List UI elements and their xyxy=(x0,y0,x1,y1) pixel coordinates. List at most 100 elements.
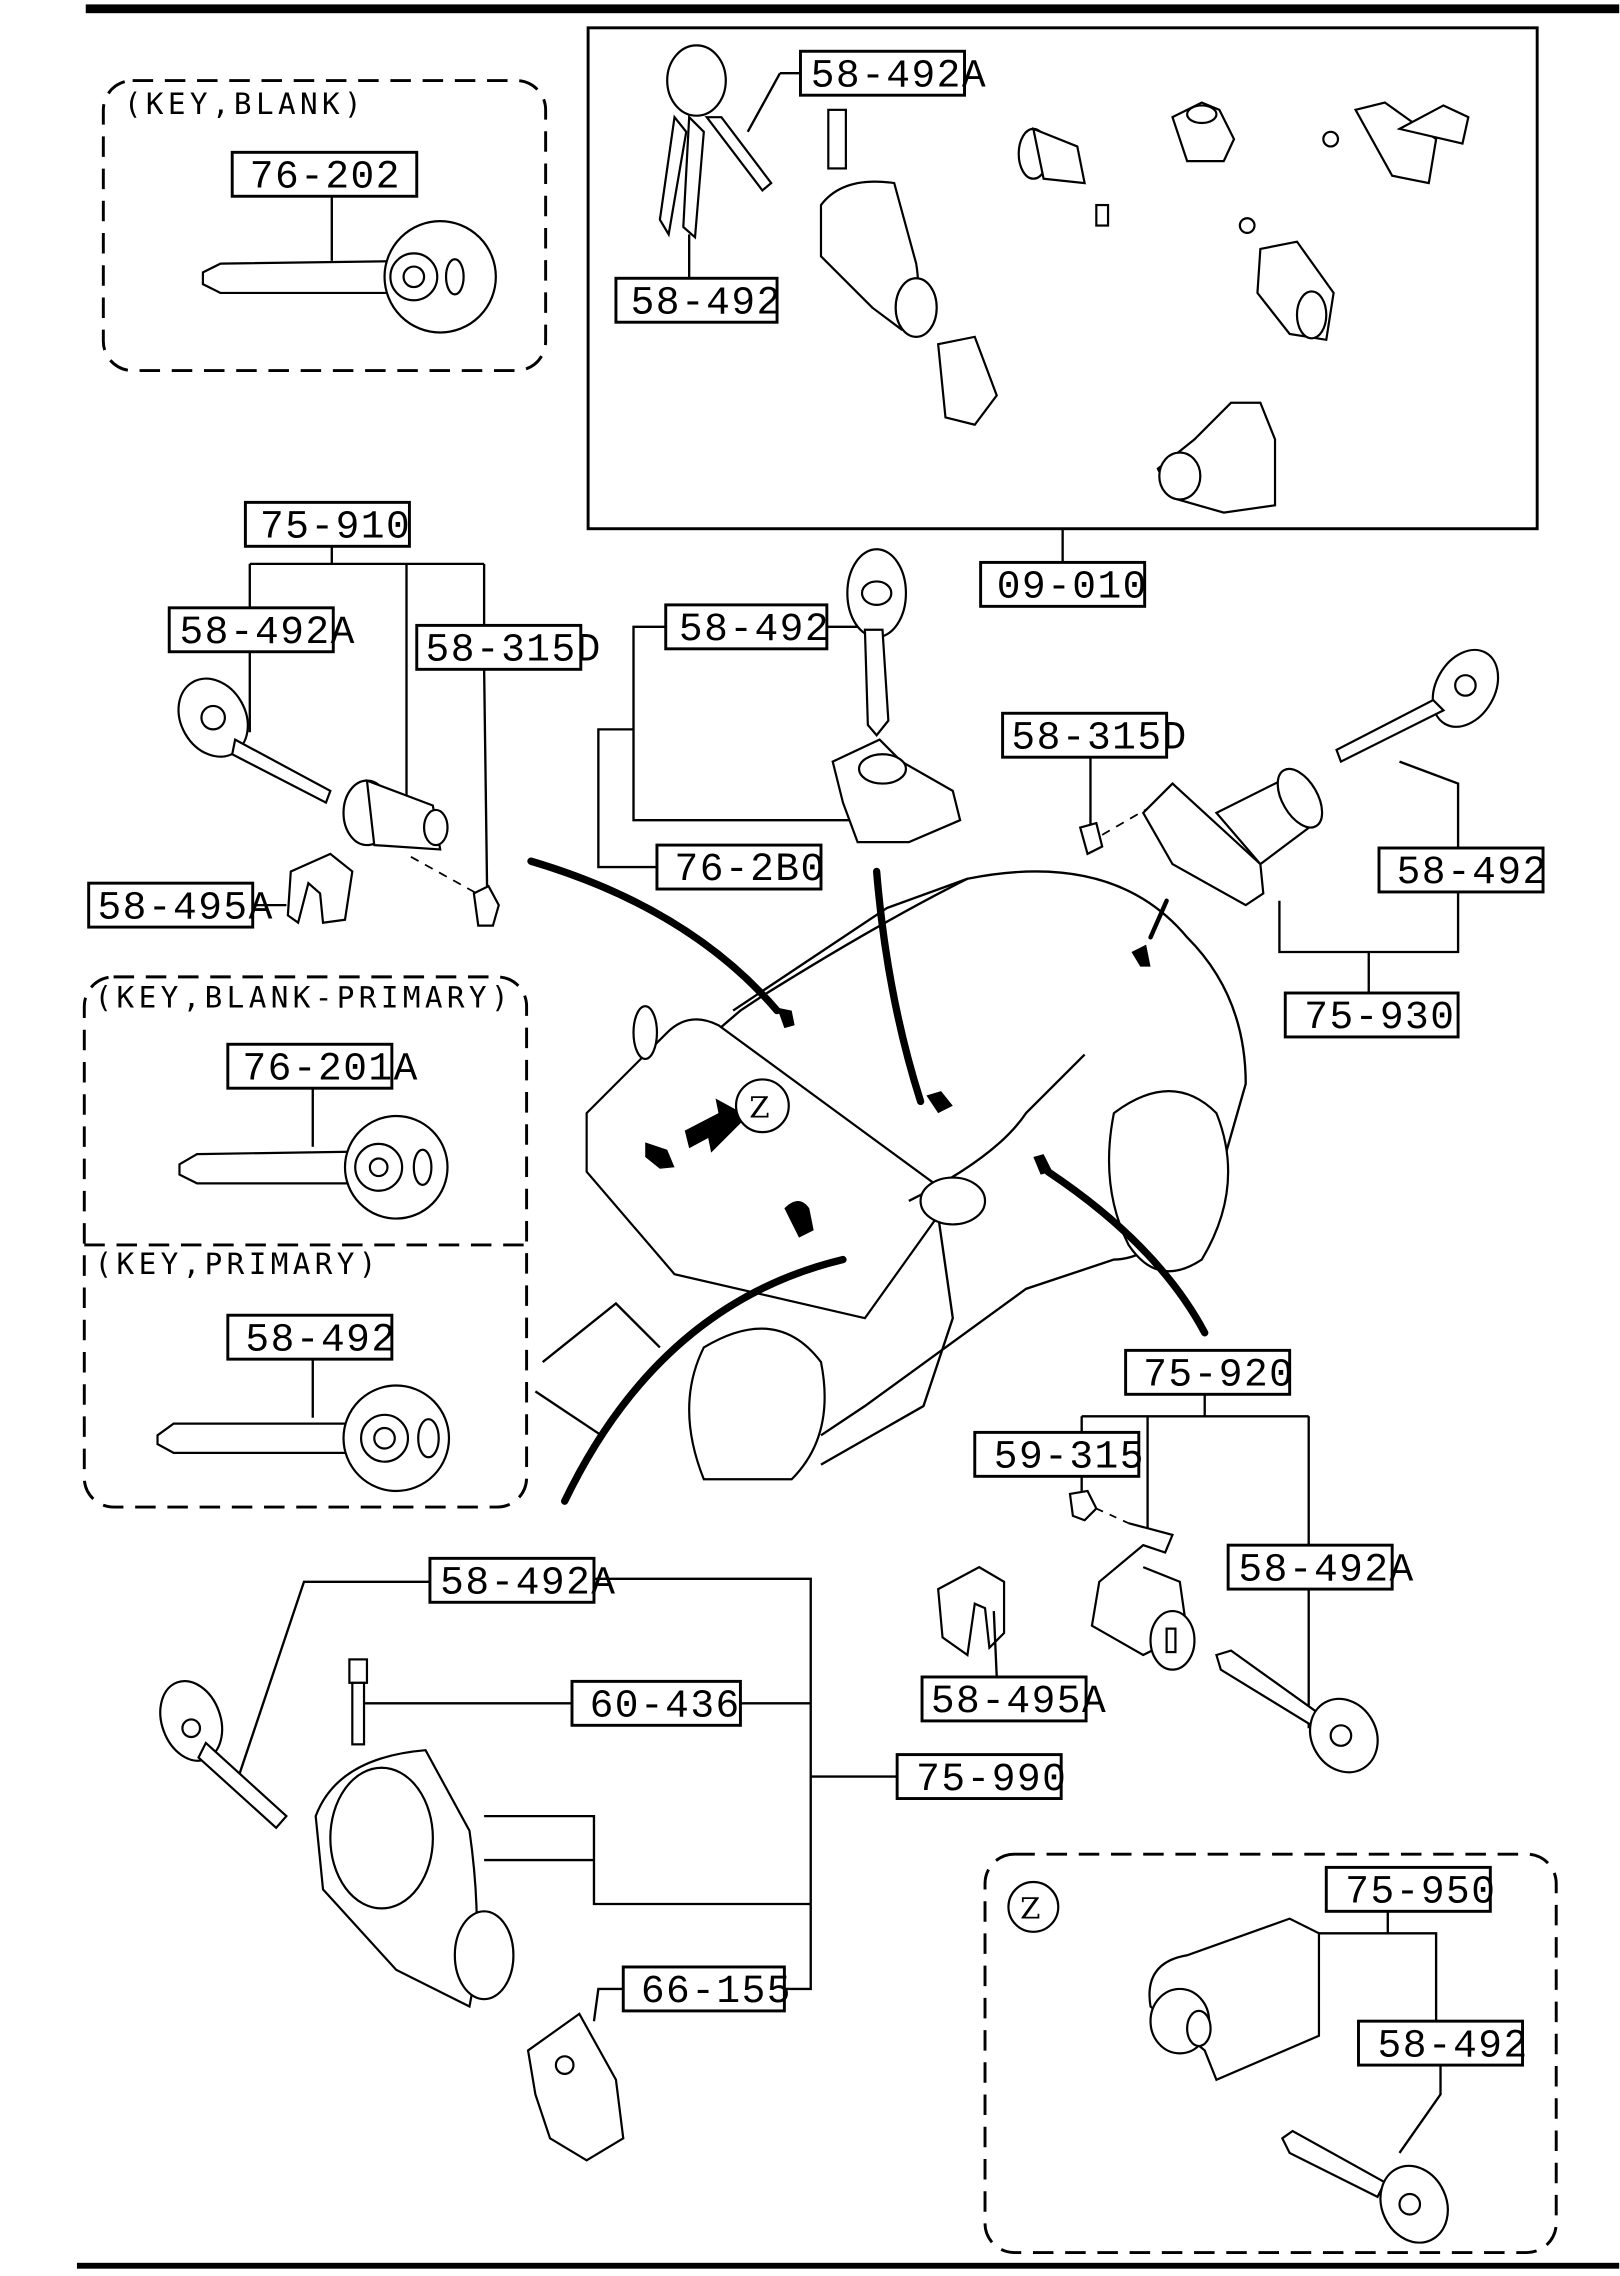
z-key-icon xyxy=(1280,2129,1449,2244)
key-blank-icon xyxy=(201,220,497,334)
svg-text:58-492: 58-492 xyxy=(1378,2023,1529,2068)
svg-text:58-492: 58-492 xyxy=(1397,850,1548,895)
detail-z-group: Z 75-950 58-492 xyxy=(983,1852,1558,2255)
svg-text:58-495A: 58-495A xyxy=(97,885,273,930)
part-label-66-155[interactable]: 66-155 xyxy=(621,1965,792,2014)
part-label-58-495A-door-l[interactable]: 58-495A xyxy=(920,1675,1107,1724)
svg-text:58-492A: 58-492A xyxy=(811,53,987,98)
top-rule xyxy=(85,4,1620,14)
key-blank-primary-icon xyxy=(178,1114,449,1220)
part-label-75-920[interactable]: 75-920 xyxy=(1124,1348,1295,1398)
ignition-lock-housing-icon xyxy=(314,1749,515,2009)
door-l-key-icon xyxy=(1215,1649,1379,1774)
door-l-cylinder-icon xyxy=(1090,1522,1196,1671)
svg-text:58-495A: 58-495A xyxy=(931,1679,1107,1724)
trunk-cylinder-icon-2 xyxy=(342,778,449,851)
svg-text:75-950: 75-950 xyxy=(1345,1870,1496,1915)
svg-text:60-436: 60-436 xyxy=(590,1684,741,1729)
part-label-58-492A-set[interactable]: 58-492A xyxy=(799,49,987,98)
trunk-cylinder-icon xyxy=(1017,127,1110,227)
key-blank-dashed-frame xyxy=(101,79,548,373)
svg-text:76-201A: 76-201A xyxy=(242,1046,418,1091)
part-label-58-315D-door[interactable]: 58-315D xyxy=(1001,711,1188,760)
svg-text:66-155: 66-155 xyxy=(641,1969,792,2014)
bottom-rule xyxy=(76,2262,1620,2269)
glove-lock-group: 58-492 76-2B0 xyxy=(597,548,962,892)
svg-text:58-315D: 58-315D xyxy=(1011,715,1187,760)
part-label-58-315D-trunk[interactable]: 58-315D xyxy=(415,623,602,673)
vehicle-illustration: Z xyxy=(527,857,1247,1505)
part-label-58-495A-trunk[interactable]: 58-495A xyxy=(87,881,274,930)
part-label-58-492A-trunk[interactable]: 58-492A xyxy=(167,606,356,655)
part-label-75-990[interactable]: 75-990 xyxy=(895,1753,1067,1802)
bolt-icon xyxy=(348,1658,369,1746)
trunk-lid-lock-icon xyxy=(1156,401,1277,514)
door-cylinder-l-icon xyxy=(1238,217,1335,342)
part-label-58-492A-door-l[interactable]: 58-492A xyxy=(1226,1543,1415,1592)
key-primary-caption: (KEY,PRIMARY) xyxy=(95,1247,381,1281)
key-blank-group: (KEY,BLANK) 76-202 xyxy=(101,79,548,373)
key-blank-caption: (KEY,BLANK) xyxy=(124,87,366,121)
trunk-key-icon xyxy=(177,677,332,805)
detail-z-marker[interactable] xyxy=(734,1078,790,1134)
door-l-cover-icon xyxy=(936,1565,1006,1657)
door-r-clip-icon xyxy=(1078,821,1104,856)
key-primary-group: (KEY,BLANK-PRIMARY) 76-201A (KEY,PRIMARY… xyxy=(82,975,529,1509)
part-label-58-492-set[interactable]: 58-492 xyxy=(614,276,782,325)
part-label-76-202[interactable]: 76-202 xyxy=(230,150,419,199)
ignition-group: 58-492A 60-436 75-990 66-155 xyxy=(159,1556,1067,2162)
svg-text:59-315: 59-315 xyxy=(994,1435,1145,1480)
trunk-cover-icon xyxy=(286,852,354,925)
door-l-lock-group: 75-920 59-315 58-492A xyxy=(920,1348,1415,1774)
trunk-lock-group: 75-910 58-492A 58-315D 58-495A xyxy=(87,500,602,930)
part-label-09-010[interactable]: 09-010 xyxy=(979,560,1148,610)
key-ring-icon xyxy=(658,44,773,240)
part-label-75-930[interactable]: 75-930 xyxy=(1283,991,1460,1040)
door-r-cylinder-icon xyxy=(1141,767,1324,907)
svg-text:58-492A: 58-492A xyxy=(440,1560,616,1605)
lock-set-frame xyxy=(586,26,1539,531)
ignition-lock-icon xyxy=(819,108,998,426)
glove-cylinder-icon-2 xyxy=(831,738,962,844)
detail-z-dashed-frame xyxy=(983,1852,1558,2255)
trunk-clip-icon xyxy=(472,884,500,927)
part-label-75-910[interactable]: 75-910 xyxy=(243,500,411,550)
detail-z-marker-text: Z xyxy=(749,1090,769,1124)
svg-text:75-920: 75-920 xyxy=(1143,1353,1294,1398)
key-primary-dashed-frame xyxy=(82,975,529,1509)
svg-text:76-2B0: 76-2B0 xyxy=(675,847,826,892)
part-label-58-492A-ign[interactable]: 58-492A xyxy=(428,1556,617,1605)
lock-set-group: 58-492A 58-492 xyxy=(586,26,1539,610)
detail-z-badge xyxy=(1007,1880,1060,1933)
key-primary-icon xyxy=(156,1384,451,1493)
part-label-58-492-z[interactable]: 58-492 xyxy=(1357,2019,1529,2068)
ignition-switch-icon xyxy=(526,2012,625,2162)
svg-text:76-202: 76-202 xyxy=(250,154,401,199)
part-label-59-315[interactable]: 59-315 xyxy=(973,1430,1145,1480)
svg-text:58-492: 58-492 xyxy=(679,607,830,652)
part-label-58-492-glove[interactable]: 58-492 xyxy=(664,603,830,652)
part-label-58-492-door-r[interactable]: 58-492 xyxy=(1377,846,1548,895)
door-r-lock-group: 58-315D 58-492 75-930 xyxy=(1001,648,1548,1040)
part-label-58-492-primary[interactable]: 58-492 xyxy=(226,1313,397,1362)
svg-text:75-910: 75-910 xyxy=(260,505,411,550)
door-cylinder-r-icon xyxy=(1322,101,1470,185)
svg-text:58-492: 58-492 xyxy=(245,1317,396,1362)
part-label-76-2B0[interactable]: 76-2B0 xyxy=(655,843,826,892)
trunk-lid-lock-icon-z xyxy=(1148,1917,1321,2082)
glove-cylinder-icon xyxy=(1171,101,1236,163)
glove-key-icon xyxy=(846,548,908,737)
part-label-76-201A[interactable]: 76-201A xyxy=(226,1042,419,1091)
part-label-60-436[interactable]: 60-436 xyxy=(570,1679,742,1729)
svg-text:58-492A: 58-492A xyxy=(1238,1547,1414,1592)
part-label-75-950[interactable]: 75-950 xyxy=(1324,1865,1496,1915)
svg-text:58-315D: 58-315D xyxy=(426,628,602,673)
svg-text:09-010: 09-010 xyxy=(997,565,1148,610)
detail-z-badge-text: Z xyxy=(1020,1892,1040,1926)
direction-arrow-icon xyxy=(684,1098,748,1153)
svg-text:75-990: 75-990 xyxy=(916,1757,1067,1802)
svg-text:75-930: 75-930 xyxy=(1304,995,1455,1040)
key-blank-primary-caption: (KEY,BLANK-PRIMARY) xyxy=(95,981,513,1015)
